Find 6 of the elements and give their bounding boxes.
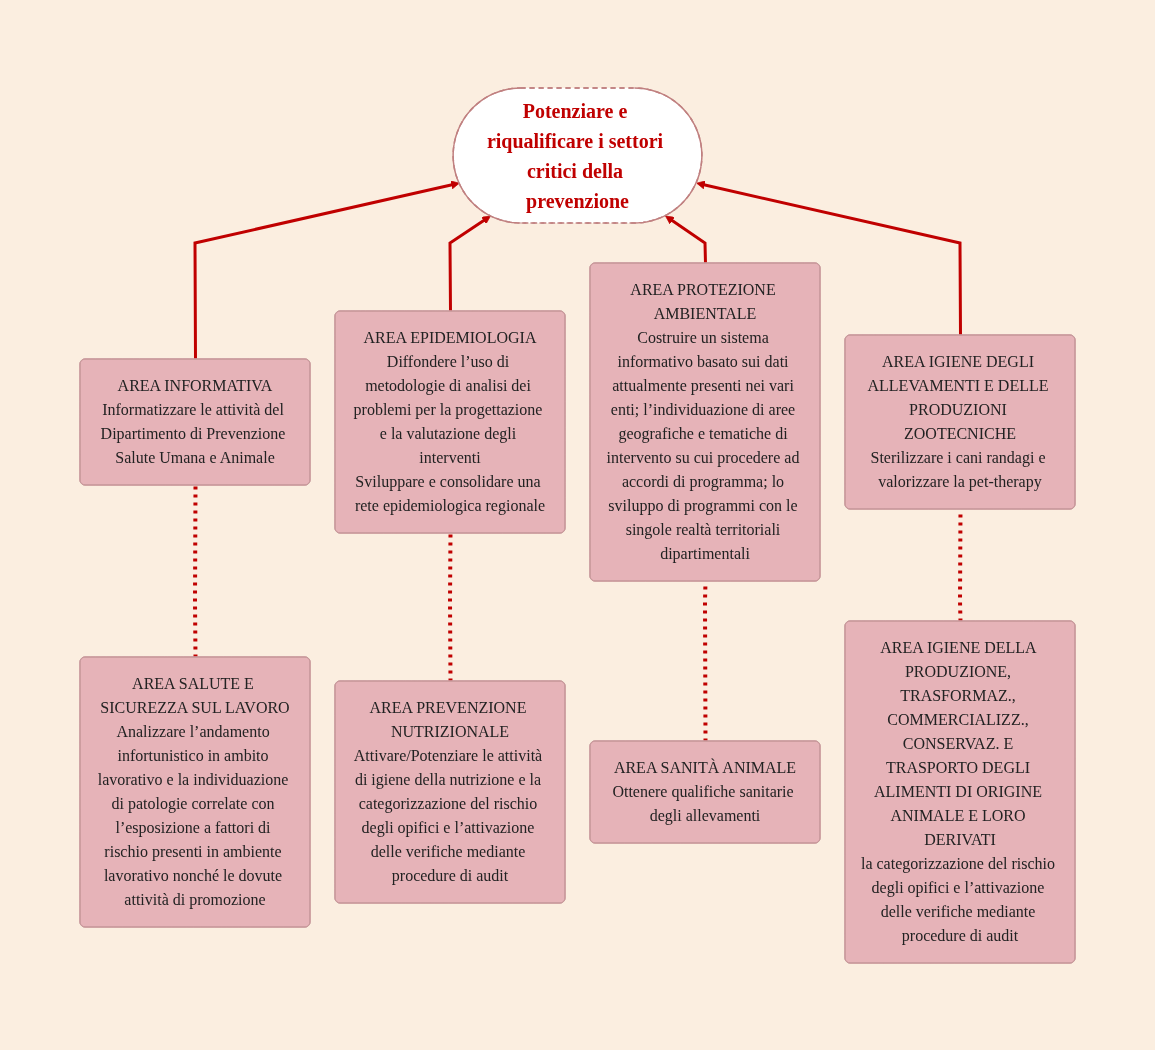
connector xyxy=(448,533,453,681)
arrow xyxy=(448,215,491,311)
arrow xyxy=(696,180,962,335)
arrow xyxy=(193,180,460,359)
connector xyxy=(193,485,198,658)
arrow xyxy=(665,215,707,264)
